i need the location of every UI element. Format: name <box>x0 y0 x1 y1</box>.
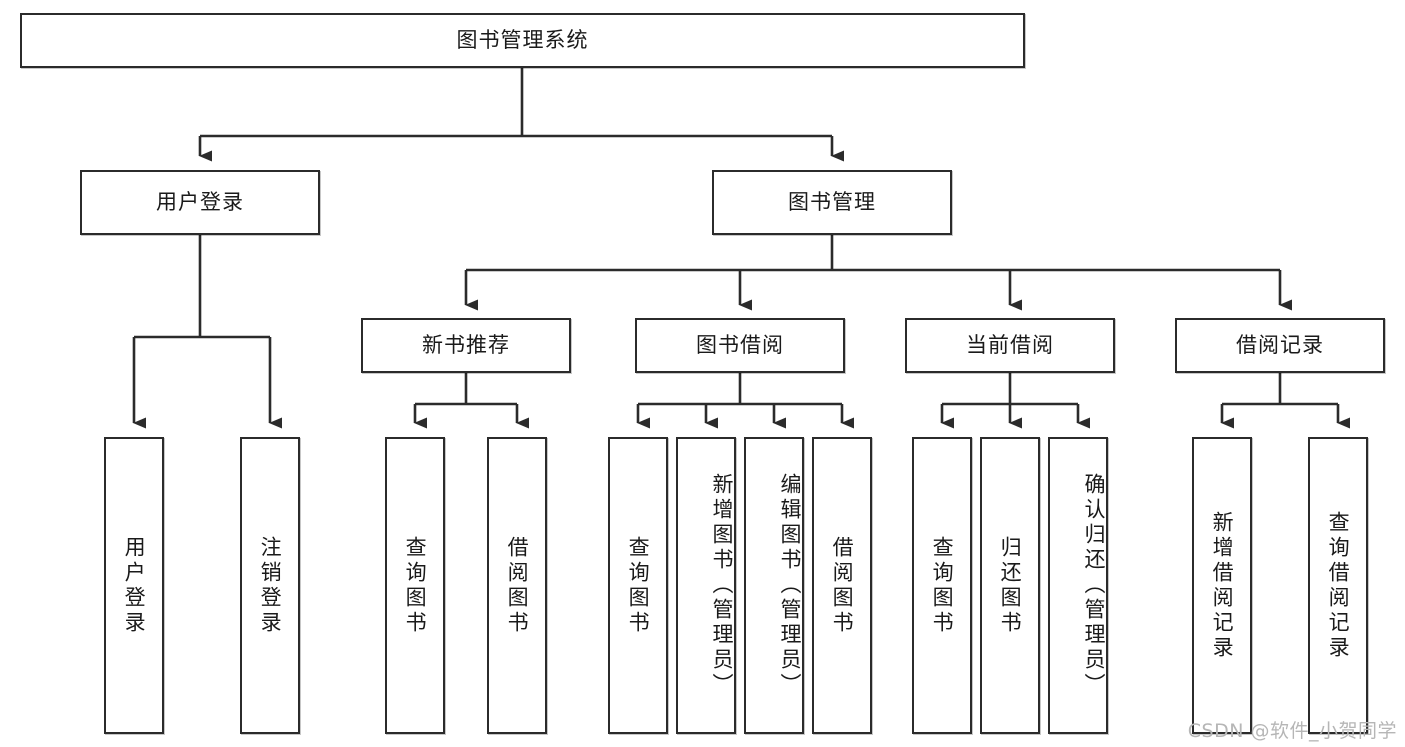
node-label: 查询图书 <box>403 535 428 636</box>
node-label: 查询图书 <box>930 535 955 636</box>
node-label: 查询借阅记录 <box>1326 510 1351 661</box>
node-book-borrow[interactable]: 图书借阅 <box>635 318 845 373</box>
node-label: 查询图书 <box>626 535 651 636</box>
node-label: 图书借阅 <box>696 332 784 357</box>
node-label: 新增图书（管理员） <box>710 473 734 698</box>
leaf-book-borrow-borrow[interactable]: 借阅图书 <box>812 437 872 734</box>
leaf-user-login-logout[interactable]: 注销登录 <box>240 437 300 734</box>
node-current-borrow[interactable]: 当前借阅 <box>905 318 1115 373</box>
leaf-book-borrow-edit[interactable]: 编辑图书（管理员） <box>744 437 804 734</box>
node-label: 新增借阅记录 <box>1210 510 1235 661</box>
watermark-text: CSDN @软件_小贺同学 <box>1187 720 1397 742</box>
leaf-book-borrow-query[interactable]: 查询图书 <box>608 437 668 734</box>
leaf-borrow-record-add[interactable]: 新增借阅记录 <box>1192 437 1252 734</box>
node-label: 确认归还（管理员） <box>1082 473 1106 698</box>
node-label: 借阅记录 <box>1236 332 1324 357</box>
node-label: 用户登录 <box>156 189 244 214</box>
node-label: 图书管理系统 <box>456 27 589 52</box>
node-new-book-recommend[interactable]: 新书推荐 <box>361 318 571 373</box>
node-root-book-management-system[interactable]: 图书管理系统 <box>20 13 1025 68</box>
node-label: 归还图书 <box>998 535 1023 636</box>
leaf-current-borrow-return[interactable]: 归还图书 <box>980 437 1040 734</box>
node-book-management[interactable]: 图书管理 <box>712 170 952 235</box>
node-label: 用户登录 <box>122 535 147 636</box>
leaf-current-borrow-confirm-return[interactable]: 确认归还（管理员） <box>1048 437 1108 734</box>
leaf-new-book-query[interactable]: 查询图书 <box>385 437 445 734</box>
node-label: 借阅图书 <box>505 535 530 636</box>
node-label: 注销登录 <box>258 535 283 636</box>
leaf-borrow-record-query[interactable]: 查询借阅记录 <box>1308 437 1368 734</box>
node-label: 借阅图书 <box>830 535 855 636</box>
leaf-new-book-borrow[interactable]: 借阅图书 <box>487 437 547 734</box>
node-label: 新书推荐 <box>422 332 510 357</box>
node-user-login[interactable]: 用户登录 <box>80 170 320 235</box>
leaf-current-borrow-query[interactable]: 查询图书 <box>912 437 972 734</box>
node-label: 图书管理 <box>788 189 876 214</box>
leaf-user-login-login[interactable]: 用户登录 <box>104 437 164 734</box>
node-label: 编辑图书（管理员） <box>778 473 802 698</box>
leaf-book-borrow-add[interactable]: 新增图书（管理员） <box>676 437 736 734</box>
node-label: 当前借阅 <box>966 332 1054 357</box>
node-borrow-record[interactable]: 借阅记录 <box>1175 318 1385 373</box>
